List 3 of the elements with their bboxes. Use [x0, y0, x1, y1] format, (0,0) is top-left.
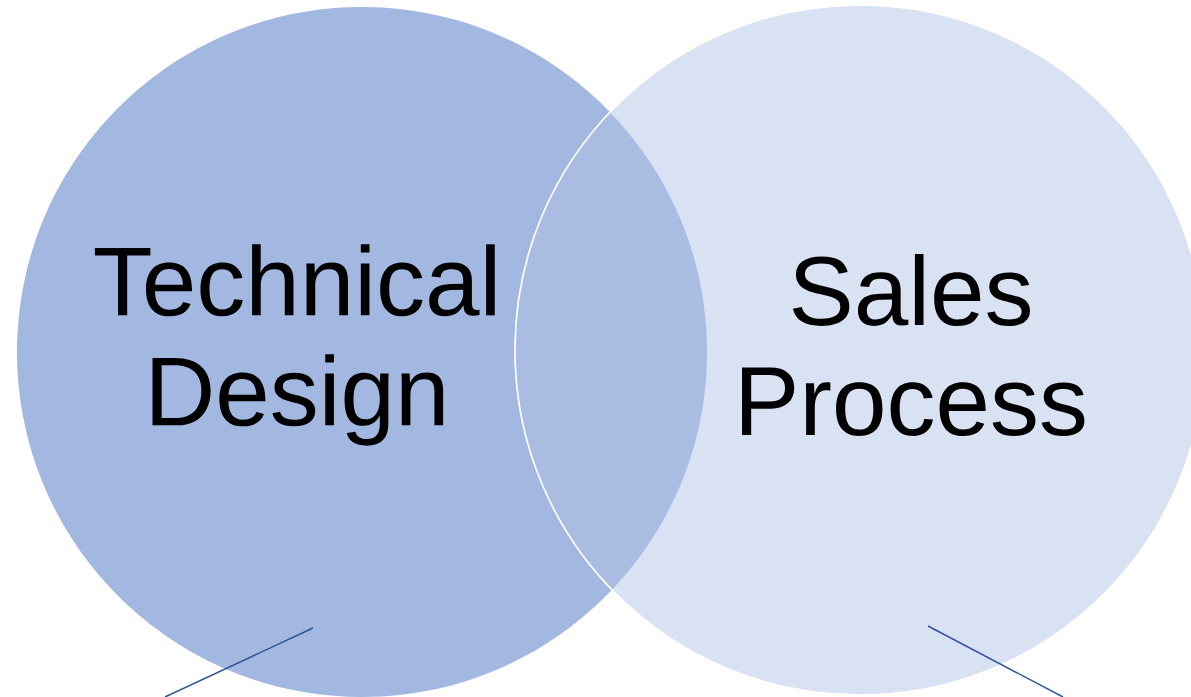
leader-line: [164, 627, 314, 697]
leader-line: [927, 625, 1064, 697]
node-label: Sales Process: [742, 254, 1085, 436]
